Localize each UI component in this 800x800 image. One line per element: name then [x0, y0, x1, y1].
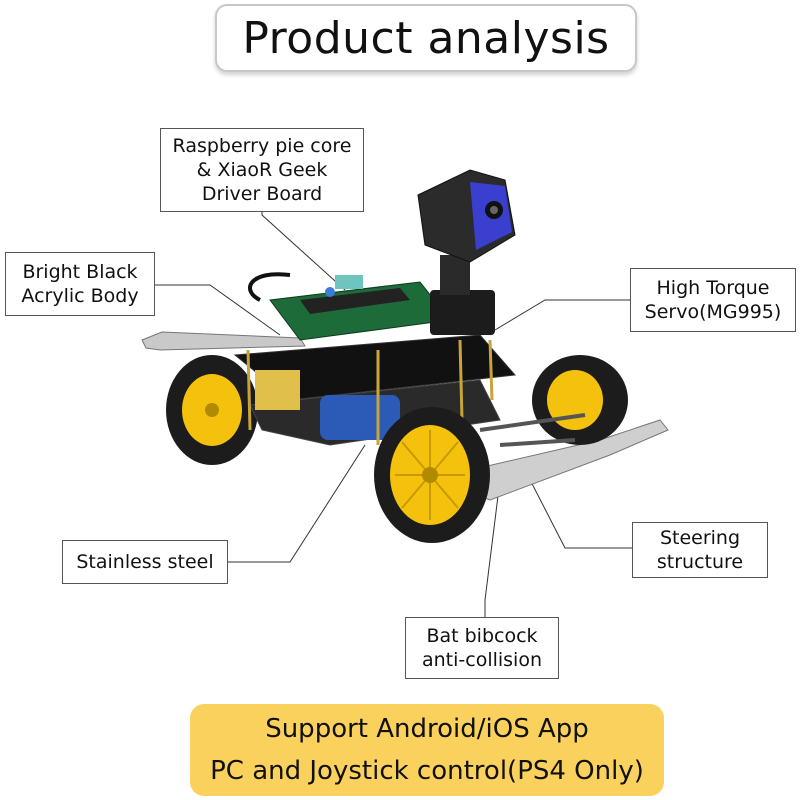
banner-line-1: Support Android/iOS App [265, 714, 589, 744]
front-left-wheel [374, 407, 490, 543]
label-raspberry-pi-core: Raspberry pie core & XiaoR Geek Driver B… [160, 128, 364, 212]
battery-pack [320, 395, 400, 440]
servo-mg995 [430, 290, 495, 335]
label-bumper: Bat bibcock anti-collision [405, 617, 559, 679]
leader-line-servo [494, 299, 630, 331]
stainless-steel-bumpers [141, 331, 669, 501]
rear-left-wheel [166, 355, 258, 465]
label-line: Steering [659, 527, 741, 549]
banner-line-2: PC and Joystick control(PS4 Only) [210, 756, 644, 786]
leader-line-acrylic [155, 284, 281, 336]
label-steering-structure: Steering structure [632, 522, 768, 578]
label-line: anti-collision [421, 649, 543, 671]
label-line: Bright Black [22, 261, 138, 283]
label-line: & XiaoR Geek [196, 159, 328, 181]
camera-assembly [417, 169, 516, 335]
label-stainless-steel: Stainless steel [62, 540, 228, 584]
motor [255, 370, 300, 410]
label-line: Raspberry pie core [172, 135, 352, 157]
leader-line-steering [524, 469, 632, 549]
label-servo: High Torque Servo(MG995) [630, 268, 796, 332]
label-line: High Torque [656, 277, 770, 299]
rear-right-wheel [532, 355, 628, 445]
support-banner: Support Android/iOS App PC and Joystick … [190, 704, 664, 796]
label-line: structure [656, 551, 744, 573]
label-line: Acrylic Body [21, 285, 139, 307]
steering-linkage [479, 413, 586, 447]
driver-board [248, 272, 451, 341]
leader-line-steel [228, 444, 366, 563]
label-line: Servo(MG995) [644, 301, 782, 323]
label-acrylic-body: Bright Black Acrylic Body [5, 252, 155, 316]
leader-line-bumper [484, 479, 501, 617]
label-line: Stainless steel [76, 551, 214, 573]
label-line: Bat bibcock [426, 625, 538, 647]
leader-lines [155, 212, 632, 617]
page-title: Product analysis [215, 4, 637, 72]
leader-line-core [261, 212, 346, 291]
label-line: Driver Board [201, 183, 323, 205]
